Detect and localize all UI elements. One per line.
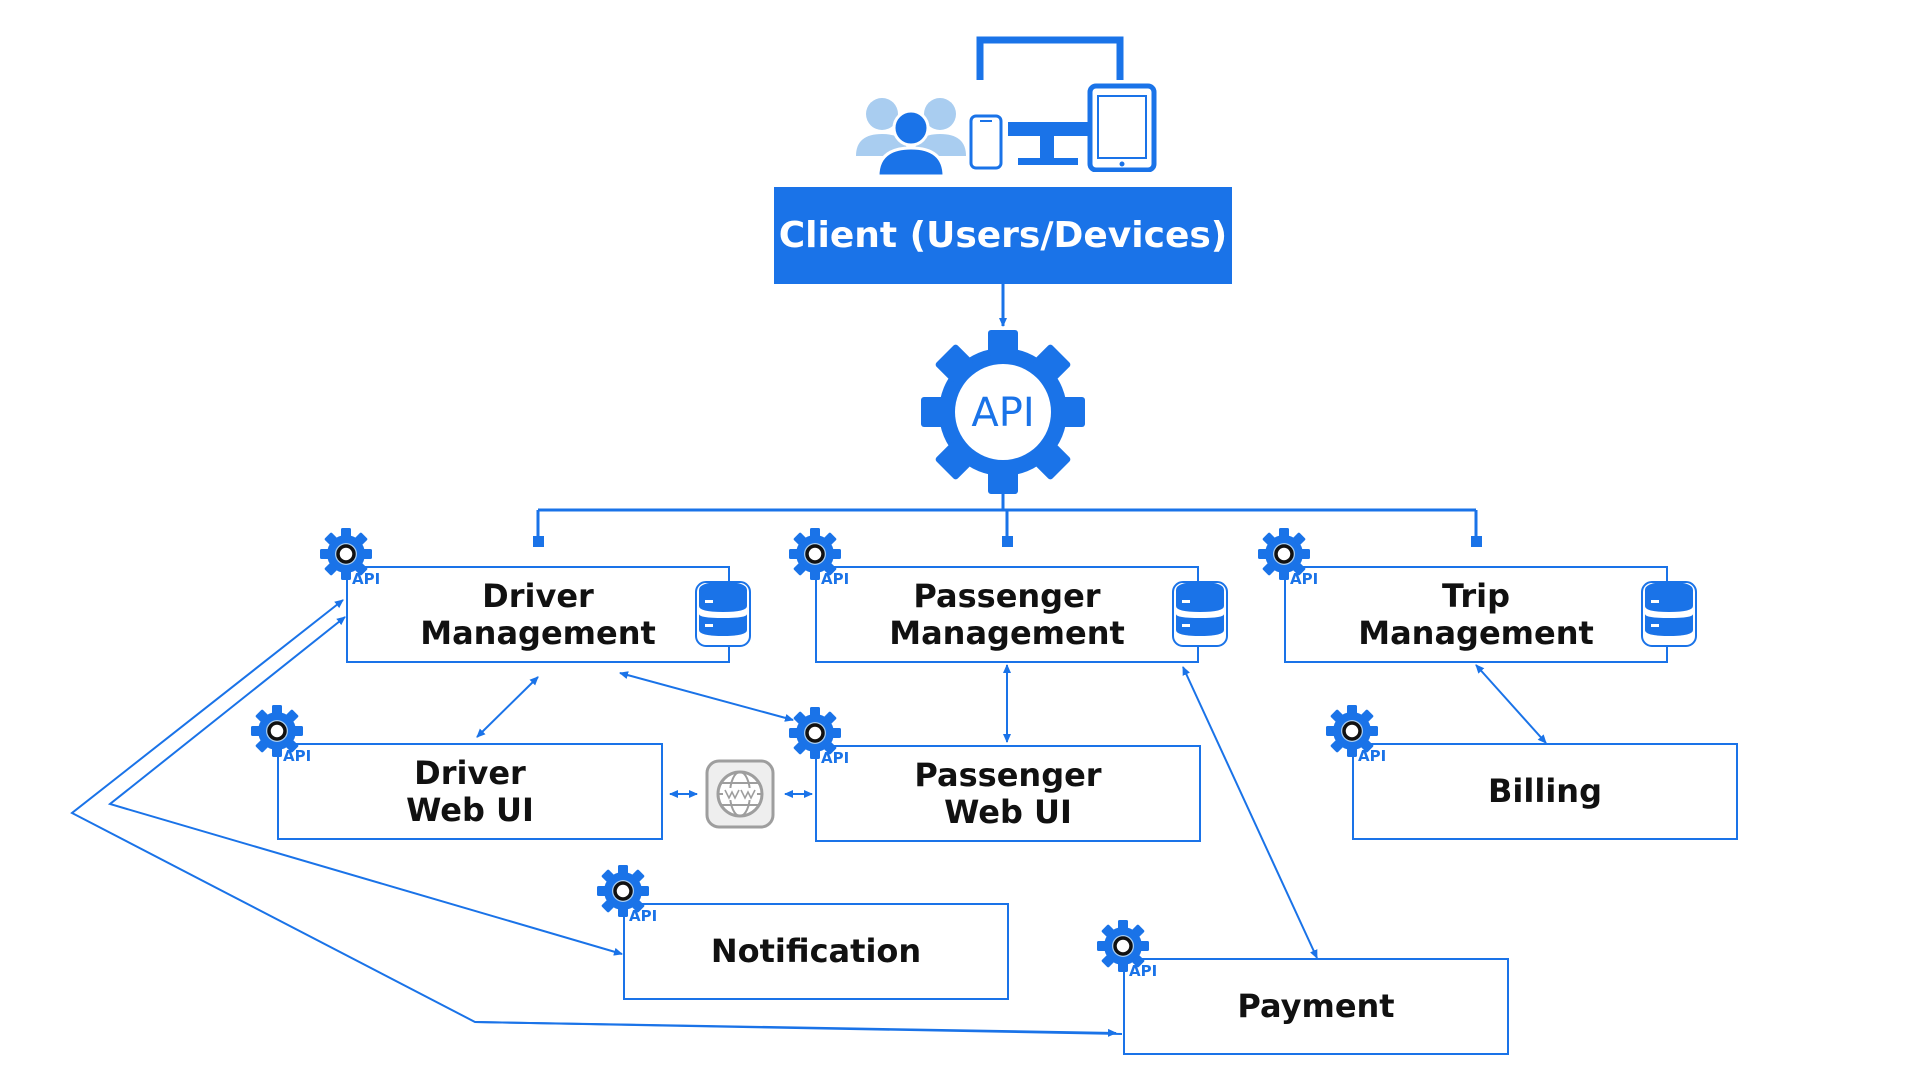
service-gear-badge: API (821, 570, 849, 588)
service-gear-icon: API (597, 865, 657, 925)
driver-management-label: Driver Management (420, 576, 656, 652)
passenger-management-label: Passenger Management (889, 576, 1125, 652)
driver-management-box: Driver Management (346, 566, 730, 663)
service-gear-icon: API (251, 705, 311, 765)
line-tm-billing (1475, 664, 1547, 744)
passenger-management-box: Passenger Management (815, 566, 1199, 663)
service-gear-badge: API (1129, 962, 1157, 980)
bus-node-passenger (1002, 536, 1013, 547)
passenger-web-ui-box: Passenger Web UI (815, 745, 1201, 842)
client-label: Client (Users/Devices) (778, 215, 1228, 256)
service-gear-icon: API (789, 528, 849, 588)
line-dm-pwu (619, 671, 794, 722)
service-gear-icon: API (1097, 920, 1157, 980)
service-gear-badge: API (1358, 747, 1386, 765)
web-browser-icon (705, 759, 775, 829)
api-gear-icon: API (921, 330, 1085, 494)
client-box: Client (Users/Devices) (774, 187, 1232, 284)
trip-management-box: Trip Management (1284, 566, 1668, 663)
service-gear-badge: API (1290, 570, 1318, 588)
driver-web-ui-label: Driver Web UI (406, 753, 534, 829)
line-notification-driver (107, 616, 623, 956)
line-dm-dwu (476, 676, 539, 738)
service-gear-icon: API (1258, 528, 1318, 588)
payment-label: Payment (1237, 987, 1395, 1026)
database-icon (1172, 581, 1228, 647)
database-icon (1641, 581, 1697, 647)
service-gear-icon: API (320, 528, 380, 588)
notification-box: Notification (623, 903, 1009, 1000)
notification-label: Notification (710, 932, 922, 971)
service-gear-badge: API (352, 570, 380, 588)
driver-web-ui-box: Driver Web UI (277, 743, 663, 840)
line-outer-start (474, 1021, 1117, 1037)
service-gear-icon: API (1326, 705, 1386, 765)
bus-node-trip (1471, 536, 1482, 547)
payment-box: Payment (1123, 958, 1509, 1055)
bus-node-driver (533, 536, 544, 547)
service-gear-badge: API (283, 747, 311, 765)
service-gear-badge: API (629, 907, 657, 925)
database-icon (695, 581, 751, 647)
gateway-label: API (971, 390, 1034, 436)
service-gear-badge: API (821, 749, 849, 767)
billing-box: Billing (1352, 743, 1738, 840)
trip-management-label: Trip Management (1358, 576, 1594, 652)
billing-label: Billing (1488, 772, 1602, 811)
users-icon (856, 98, 966, 176)
passenger-web-ui-label: Passenger Web UI (914, 755, 1102, 831)
devices-icon (969, 36, 1157, 172)
service-gear-icon: API (789, 707, 849, 767)
line-pm-payment (1182, 666, 1318, 959)
